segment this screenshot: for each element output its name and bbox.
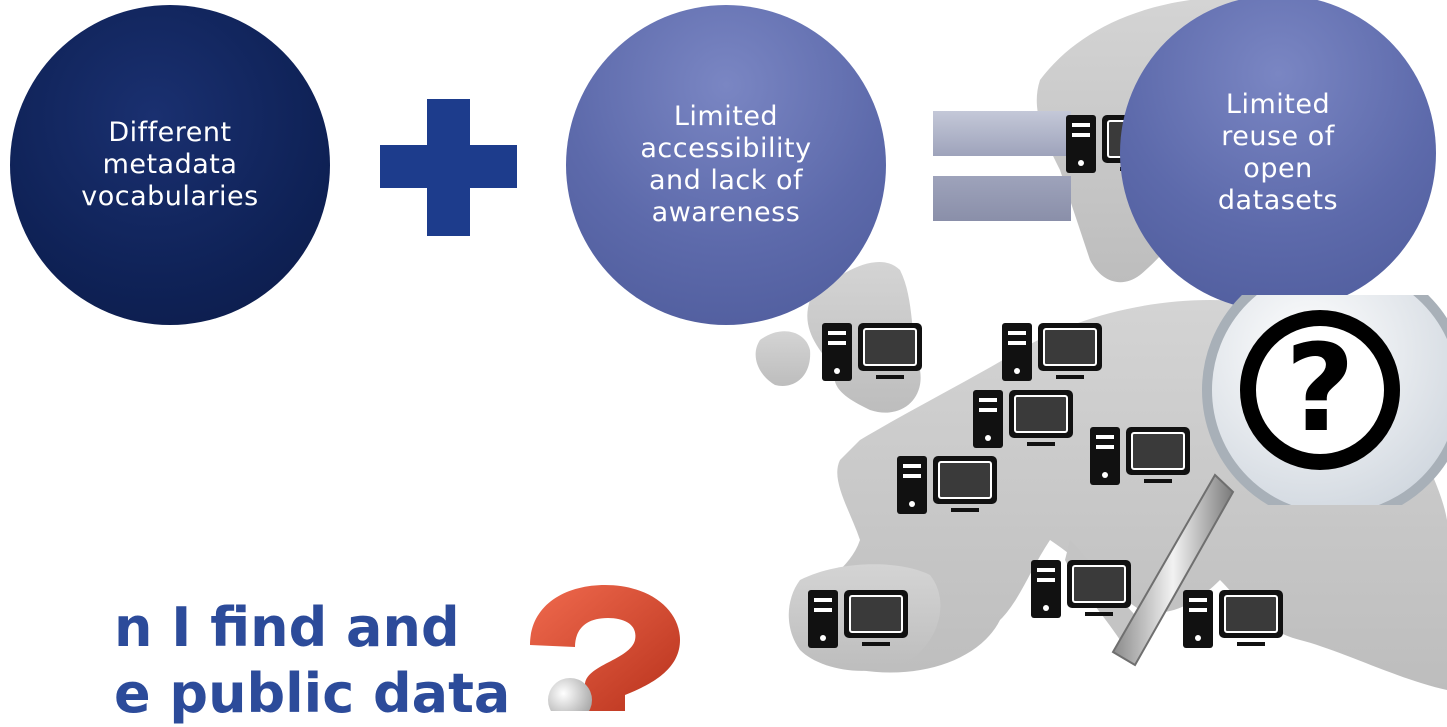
computer-icon xyxy=(820,321,924,385)
metadata-vocabularies-label: Different metadata vocabularies xyxy=(81,117,259,212)
limited-reuse-label: Limited reuse of open datasets xyxy=(1217,89,1339,216)
equals-icon xyxy=(933,176,1071,221)
magnifying-glass-handle-icon xyxy=(1111,473,1235,667)
accessibility-awareness-label: Limited accessibility and lack of awaren… xyxy=(640,101,812,228)
question-mark-icon: ? xyxy=(1285,320,1355,459)
equals-icon-top-bar xyxy=(933,111,1071,156)
magnifying-glass-icon: ? xyxy=(1202,295,1447,505)
plus-icon xyxy=(380,145,517,188)
limited-reuse-circle: Limited reuse of open datasets xyxy=(1120,0,1436,311)
computer-icon xyxy=(806,588,910,652)
accessibility-awareness-circle: Limited accessibility and lack of awaren… xyxy=(566,5,886,325)
computer-icon xyxy=(1000,321,1104,385)
metadata-vocabularies-circle: Different metadata vocabularies xyxy=(10,5,330,325)
computer-icon xyxy=(971,388,1075,452)
computer-icon xyxy=(895,454,999,518)
question-mark-figure-icon xyxy=(530,585,680,711)
find-public-data-heading: n I find and e public data xyxy=(114,596,511,725)
